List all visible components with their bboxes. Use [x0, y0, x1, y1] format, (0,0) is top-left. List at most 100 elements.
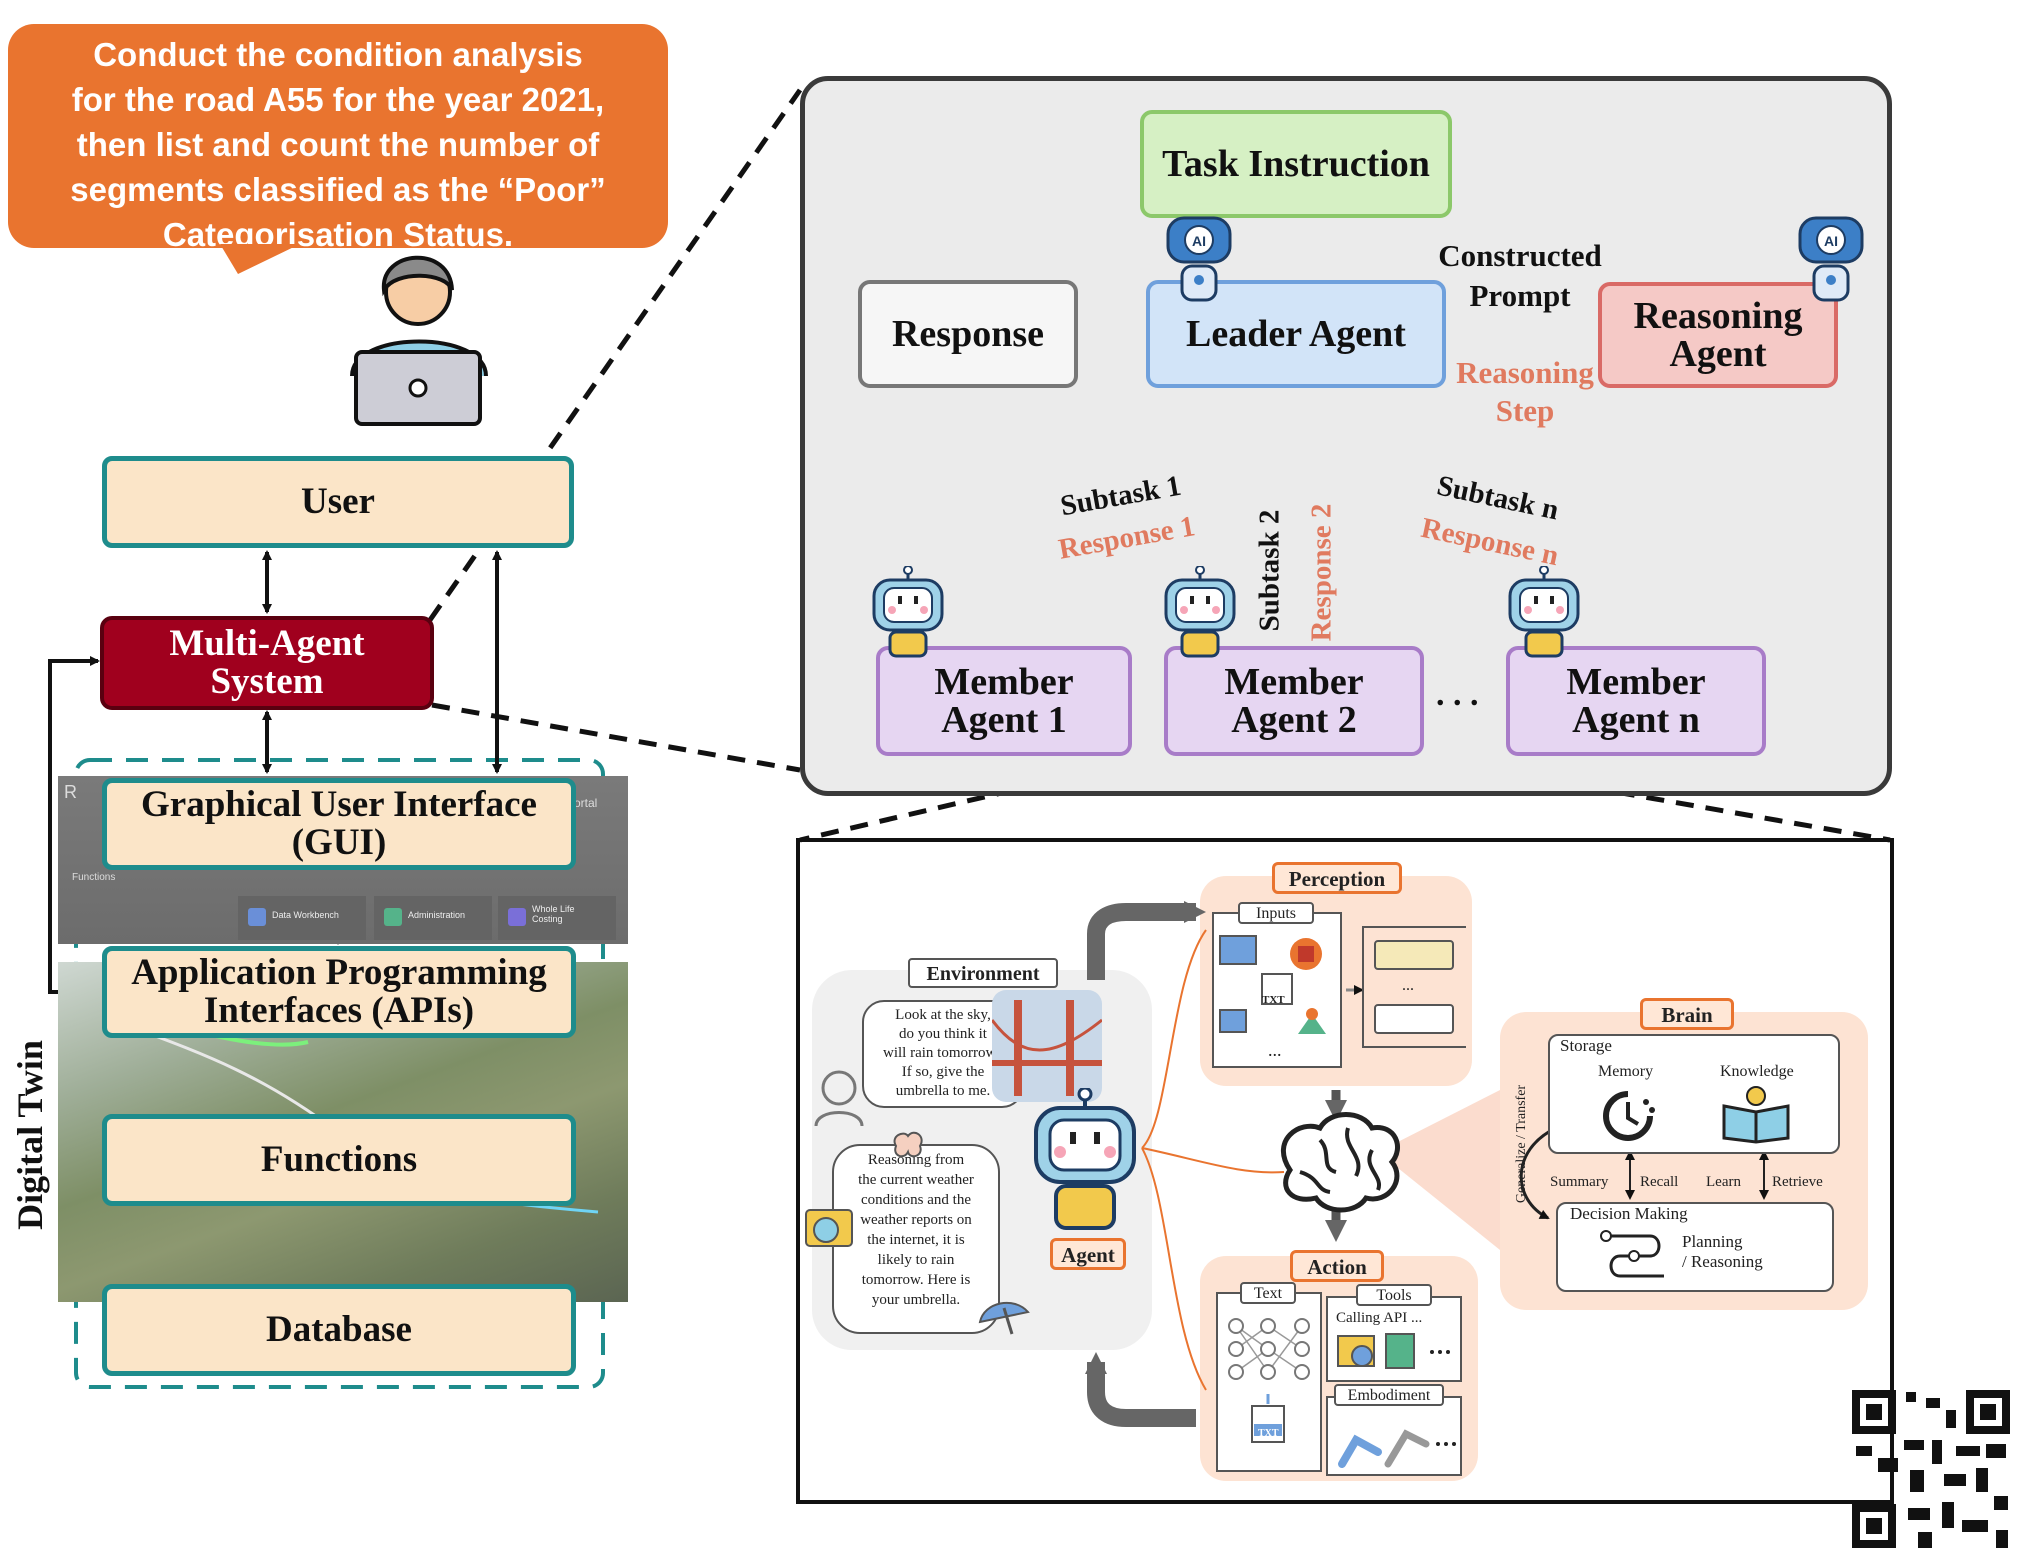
gui-tab-data-workbench[interactable]: Data Workbench [238, 896, 366, 940]
token-row [1374, 940, 1454, 970]
txt-document-icon [1251, 1394, 1285, 1443]
gui-label-line2: (GUI) [291, 822, 387, 863]
agent-framework-frame [796, 838, 1894, 1504]
gui-tab-label: Administration [408, 910, 466, 920]
subtask-2-label: Subtask 2 [1253, 509, 1286, 632]
zoom-line-member-right [1409, 753, 1891, 843]
calling-api-label: Calling API ... [1336, 1310, 1423, 1326]
brain-small-icon [893, 1131, 923, 1158]
memory-label: Memory [1598, 1063, 1654, 1080]
action-tag: Action [1290, 1250, 1384, 1282]
text-action-tag: Text [1240, 1282, 1296, 1304]
leader-agent-label: Leader Agent [1186, 313, 1406, 355]
gui-tab-label: Data Workbench [272, 910, 339, 920]
knowledge-icon [1722, 1086, 1790, 1144]
ai-badge-text: AI [1192, 233, 1206, 249]
digital-twin-label: Digital Twin [10, 1040, 50, 1230]
reasoning-agent-box: Reasoning Agent [1598, 282, 1838, 388]
umbrella-icon [978, 1302, 1030, 1335]
api-label-line2: Interfaces (APIs) [203, 990, 475, 1031]
task-instruction-label: Task Instruction [1162, 143, 1430, 185]
planning-icon [1600, 1230, 1664, 1278]
decision-making-label: Decision Making [1570, 1204, 1688, 1223]
environment-speech-2: Reasoning from the current weather condi… [832, 1144, 1000, 1334]
retrieve-label: Retrieve [1772, 1174, 1823, 1190]
member-agent-2-box: Member Agent 2 [1164, 646, 1424, 756]
mas-label-line1: Multi-Agent [169, 623, 365, 664]
ai-badge-text: AI [1824, 233, 1838, 249]
reasoning-step-label: Reasoning Step [1430, 354, 1620, 430]
bubble-tail [220, 244, 300, 274]
gui-box: Graphical User Interface (GUI) [102, 778, 576, 870]
reasoning-step-line1: Reasoning [1456, 355, 1594, 390]
learn-label: Learn [1706, 1174, 1741, 1190]
functions-box: Functions [102, 1114, 576, 1206]
planning-label: Planning / Reasoning [1682, 1232, 1763, 1272]
gui-corner-text: R [64, 782, 77, 802]
costing-icon [508, 908, 526, 926]
administration-icon [384, 908, 402, 926]
member-robot-2-icon [1164, 566, 1236, 658]
perception-tag: Perception [1272, 862, 1402, 894]
storage-box [1548, 1034, 1840, 1154]
api-label-line1: Application Programming [131, 952, 547, 993]
embodiment-box [1326, 1396, 1462, 1476]
knowledge-label: Knowledge [1720, 1063, 1794, 1080]
user-icon [350, 255, 488, 426]
data-workbench-icon [248, 908, 266, 926]
member-agent-2-line1: Member [1224, 661, 1364, 703]
member-robot-n-icon [1508, 566, 1580, 658]
environment-tag: Environment [908, 958, 1058, 988]
gui-tab-administration[interactable]: Administration [374, 896, 492, 940]
member-agent-2-line2: Agent 2 [1231, 699, 1357, 741]
golden-gate-icon [992, 990, 1102, 1102]
functions-label: Functions [260, 1139, 418, 1180]
gui-sidebar-label: Functions [72, 872, 116, 883]
constructed-prompt-line1: Constructed [1438, 238, 1602, 273]
agent-tag: Agent [1050, 1238, 1126, 1270]
response-label: Response [891, 313, 1045, 355]
neural-net-icon [1228, 1318, 1310, 1380]
member-robot-1-icon [872, 566, 944, 658]
action-txt-label: TXT [1258, 1428, 1279, 1439]
brain-glow [1378, 1090, 1500, 1250]
token-row [1374, 1004, 1454, 1034]
user-label: User [301, 481, 375, 522]
api-box: Application Programming Interfaces (APIs… [102, 946, 576, 1038]
user-box: User [102, 456, 574, 548]
inputs-txt-label: TXT [1262, 994, 1285, 1006]
person-outline-icon [814, 1070, 864, 1127]
inputs-dots: ... [1268, 1040, 1282, 1060]
leader-robot-icon: AI [1166, 216, 1232, 302]
qr-code-icon [1848, 1386, 2014, 1552]
gui-tab-label: Whole Life Costing [532, 904, 575, 924]
leader-agent-box: Leader Agent [1146, 280, 1446, 388]
reasoning-step-line2: Step [1495, 393, 1555, 428]
gui-tab-whole-life-costing[interactable]: Whole Life Costing [498, 896, 616, 940]
response-box: Response [858, 280, 1078, 388]
member-agent-1-box: Member Agent 1 [876, 646, 1132, 756]
member-agent-n-line2: Agent n [1572, 699, 1700, 741]
multi-agent-system-box: Multi-Agent System [100, 616, 434, 710]
mas-label-line2: System [210, 661, 324, 702]
globe-icon [805, 1209, 853, 1247]
recall-label: Recall [1640, 1174, 1679, 1190]
embodiment-tag: Embodiment [1334, 1384, 1444, 1406]
inputs-media-icons [1219, 935, 1326, 1034]
agent-robot-icon [1034, 1088, 1136, 1230]
summary-label: Summary [1550, 1174, 1609, 1190]
member-agent-1-line2: Agent 1 [941, 699, 1067, 741]
member-agent-1-line1: Member [934, 661, 1074, 703]
inputs-tokens: ... [1362, 926, 1466, 1048]
robot-arm-icon [1338, 1429, 1456, 1468]
generalize-label: Generalize / Transfer [1514, 1084, 1529, 1204]
reasoning-agent-label-line2: Agent [1669, 333, 1767, 375]
memory-icon [1603, 1091, 1655, 1141]
tools-icons [1337, 1333, 1450, 1369]
decision-making-box [1556, 1202, 1834, 1292]
inputs-tag: Inputs [1238, 902, 1314, 924]
constructed-prompt-line2: Prompt [1469, 278, 1571, 313]
database-label: Database [266, 1309, 412, 1350]
member-agent-n-line1: Member [1566, 661, 1706, 703]
response-2-label: Response 2 [1305, 503, 1338, 642]
